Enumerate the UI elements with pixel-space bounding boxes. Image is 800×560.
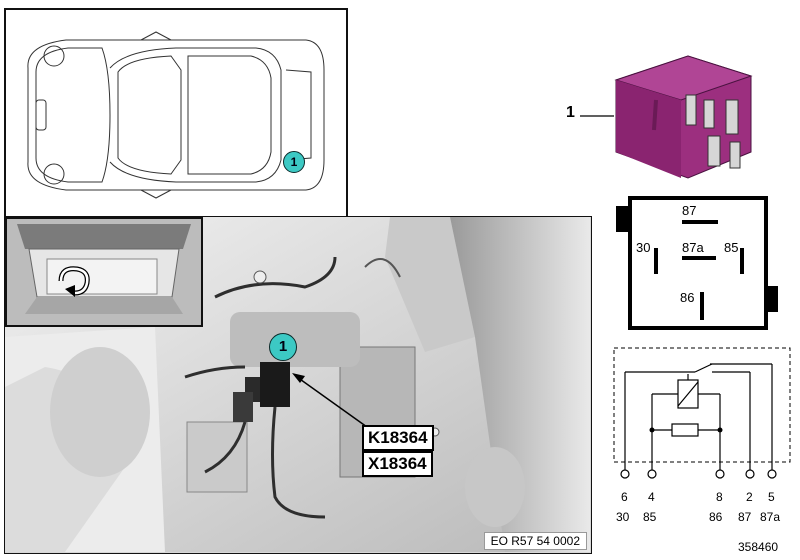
installation-photo: 1 K18364 X18364 EO R57 54 0002 bbox=[4, 216, 592, 554]
relay-connector-label: K18364 bbox=[362, 425, 434, 451]
diagram-id: 358460 bbox=[738, 540, 779, 554]
leader-arrow bbox=[292, 373, 368, 428]
circuit-pin-number: 2 bbox=[746, 490, 753, 504]
pin-85-label: 85 bbox=[724, 240, 739, 255]
circuit-terminal-label: 86 bbox=[709, 510, 723, 524]
circuit-terminal-label: 87a bbox=[760, 510, 781, 524]
car-outline bbox=[27, 31, 325, 199]
photo-code: EO R57 54 0002 bbox=[483, 532, 587, 550]
plug-connector-label: X18364 bbox=[362, 451, 433, 477]
relay-part-callout: 1 bbox=[566, 104, 575, 121]
circuit-pin-number: 4 bbox=[648, 490, 655, 504]
photo-location-callout: 1 bbox=[269, 333, 297, 361]
circuit-terminal-label: 30 bbox=[616, 510, 630, 524]
pin-86-label: 86 bbox=[680, 290, 695, 305]
circuit-terminal-label: 85 bbox=[643, 510, 657, 524]
car-location-panel: 1 bbox=[4, 8, 348, 218]
pin-face-bars bbox=[654, 220, 744, 320]
circuit-pin-number: 6 bbox=[621, 490, 628, 504]
pin-30-label: 30 bbox=[636, 240, 651, 255]
circuit-pin-number: 8 bbox=[716, 490, 723, 504]
car-location-callout: 1 bbox=[283, 151, 305, 173]
relay-pin-face: 87 30 87a 85 86 bbox=[628, 196, 768, 330]
trunk-illustration bbox=[7, 219, 201, 325]
rotate-arrow-icon bbox=[58, 266, 90, 297]
circuit-pin-number: 5 bbox=[768, 490, 775, 504]
pin-87-label: 87 bbox=[682, 203, 697, 218]
relay-circuit-schematic bbox=[613, 347, 791, 479]
circuit-terminal-label: 87 bbox=[738, 510, 752, 524]
pin-87a-label: 87a bbox=[682, 240, 704, 255]
relay-icon bbox=[580, 55, 753, 179]
trunk-inset bbox=[5, 217, 203, 327]
